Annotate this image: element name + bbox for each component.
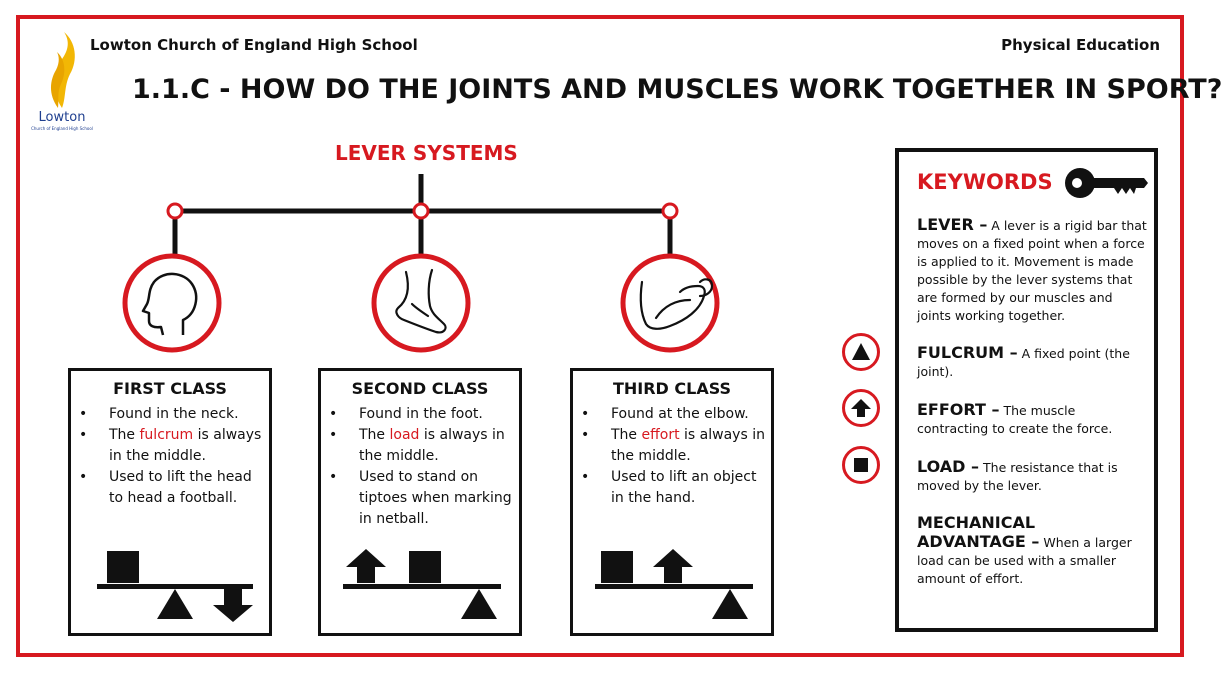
third-class-bullets: Found at the elbow. The effort is always… [573, 404, 771, 509]
list-item: The fulcrum is always in the middle. [79, 425, 263, 467]
logo-wordmark: Lowton [38, 110, 86, 125]
school-logo: Lowton Church of England High School [30, 30, 94, 140]
third-class-card: THIRD CLASS Found at the elbow. The effo… [570, 368, 774, 636]
fulcrum-icon [461, 589, 497, 619]
subject-label: Physical Education [1001, 36, 1160, 54]
keyword-fulcrum: FULCRUM – A fixed point (the joint). [917, 343, 1130, 380]
third-class-title: THIRD CLASS [612, 379, 732, 398]
logo-subtitle: Church of England High School [31, 126, 93, 131]
first-class-icon-circle [122, 253, 222, 353]
list-item: Used to lift an object in the hand. [581, 467, 765, 509]
second-class-lever-diagram [343, 549, 501, 619]
fulcrum-icon [712, 589, 748, 619]
load-highlight: load [389, 427, 420, 443]
effort-down-arrow-icon [213, 589, 253, 622]
keyword-effort: EFFORT – The muscle contracting to creat… [917, 400, 1113, 437]
effort-up-arrow-icon [653, 549, 693, 583]
fulcrum-icon [157, 589, 193, 619]
school-name: Lowton Church of England High School [90, 36, 418, 54]
head-icon [141, 272, 198, 336]
arrow-up-icon [851, 399, 871, 417]
list-item: Found in the neck. [79, 404, 263, 425]
second-class-title: SECOND CLASS [351, 379, 489, 398]
key-icon [1065, 168, 1148, 198]
flexed-arm-icon [639, 278, 714, 330]
load-icon [107, 551, 139, 583]
fulcrum-key-badge [842, 333, 880, 371]
keyword-mechanical-advantage: MECHANICAL ADVANTAGE – When a larger loa… [917, 513, 1132, 587]
third-class-icon-circle [620, 253, 720, 353]
foot-icon [395, 268, 447, 334]
page-title: 1.1.C - HOW DO THE JOINTS AND MUSCLES WO… [132, 74, 1222, 105]
tree-node-second [412, 202, 430, 220]
keyword-lever: LEVER – A lever is a rigid bar that move… [917, 215, 1147, 324]
first-class-bullets: Found in the neck. The fulcrum is always… [71, 404, 269, 509]
list-item: The effort is always in the middle. [581, 425, 765, 467]
effort-up-arrow-icon [346, 549, 386, 583]
keywords-title: KEYWORDS [917, 170, 1053, 194]
first-class-title: FIRST CLASS [113, 379, 227, 398]
second-class-icon-circle [371, 253, 471, 353]
third-class-lever-diagram [595, 549, 753, 619]
second-class-bullets: Found in the foot. The load is always in… [321, 404, 519, 530]
first-class-lever-diagram [97, 551, 253, 622]
lever-bar [595, 584, 753, 589]
fulcrum-highlight: fulcrum [139, 427, 194, 443]
lever-systems-heading: LEVER SYSTEMS [335, 141, 518, 165]
tree-node-first [166, 202, 184, 220]
effort-highlight: effort [641, 427, 680, 443]
list-item: Found in the foot. [329, 404, 513, 425]
keywords-panel: KEYWORDS LEVER – A lever is a rigid bar … [895, 148, 1158, 632]
square-icon [854, 458, 868, 472]
load-icon [601, 551, 633, 583]
first-class-card: FIRST CLASS Found in the neck. The fulcr… [68, 368, 272, 636]
lever-tree-diagram [122, 174, 720, 353]
triangle-icon [852, 343, 870, 360]
lever-bar [343, 584, 501, 589]
list-item: The load is always in the middle. [329, 425, 513, 467]
second-class-card: SECOND CLASS Found in the foot. The load… [318, 368, 522, 636]
tree-node-third [661, 202, 679, 220]
effort-key-badge [842, 389, 880, 427]
list-item: Used to stand on tiptoes when marking in… [329, 467, 513, 530]
list-item: Used to lift the head to head a football… [79, 467, 263, 509]
page-border [16, 15, 1184, 657]
load-icon [409, 551, 441, 583]
list-item: Found at the elbow. [581, 404, 765, 425]
flame-icon [51, 32, 75, 108]
lever-bar [97, 584, 253, 589]
load-key-badge [842, 446, 880, 484]
keyword-load: LOAD – The resistance that is moved by t… [917, 457, 1118, 494]
